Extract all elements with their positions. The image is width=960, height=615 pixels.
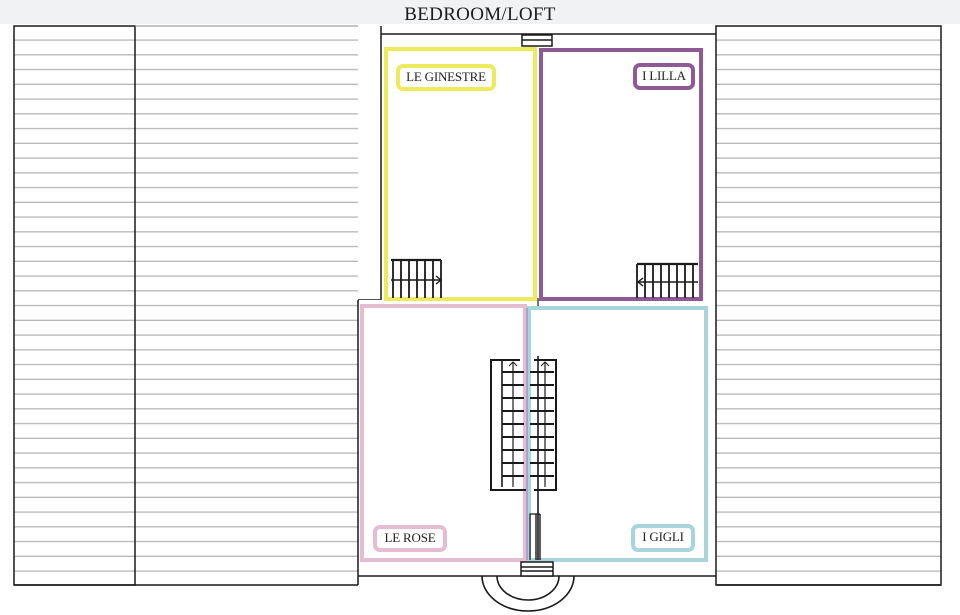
lower-door xyxy=(529,513,541,560)
room-i-lilla xyxy=(539,48,703,301)
room-le-ginestre xyxy=(384,47,537,301)
plan-title: BEDROOM/LOFT xyxy=(404,4,556,25)
room-le-rose xyxy=(360,304,527,562)
room-label-i-lilla: I LILLA xyxy=(633,63,695,90)
right-roof-panel xyxy=(715,25,942,586)
room-i-gigli xyxy=(527,306,708,562)
room-label-le-ginestre: LE GINESTRE xyxy=(396,64,496,91)
entrance-steps xyxy=(481,561,575,612)
stairs-i-lilla xyxy=(636,262,698,298)
central-staircase xyxy=(490,356,557,560)
left-roof-panel xyxy=(13,25,382,586)
top-window xyxy=(521,34,553,47)
top-bar xyxy=(0,0,960,24)
stairs-le-ginestre xyxy=(391,258,443,298)
room-label-le-rose: LE ROSE xyxy=(373,525,447,552)
room-label-i-gigli: I GIGLI xyxy=(631,524,695,552)
